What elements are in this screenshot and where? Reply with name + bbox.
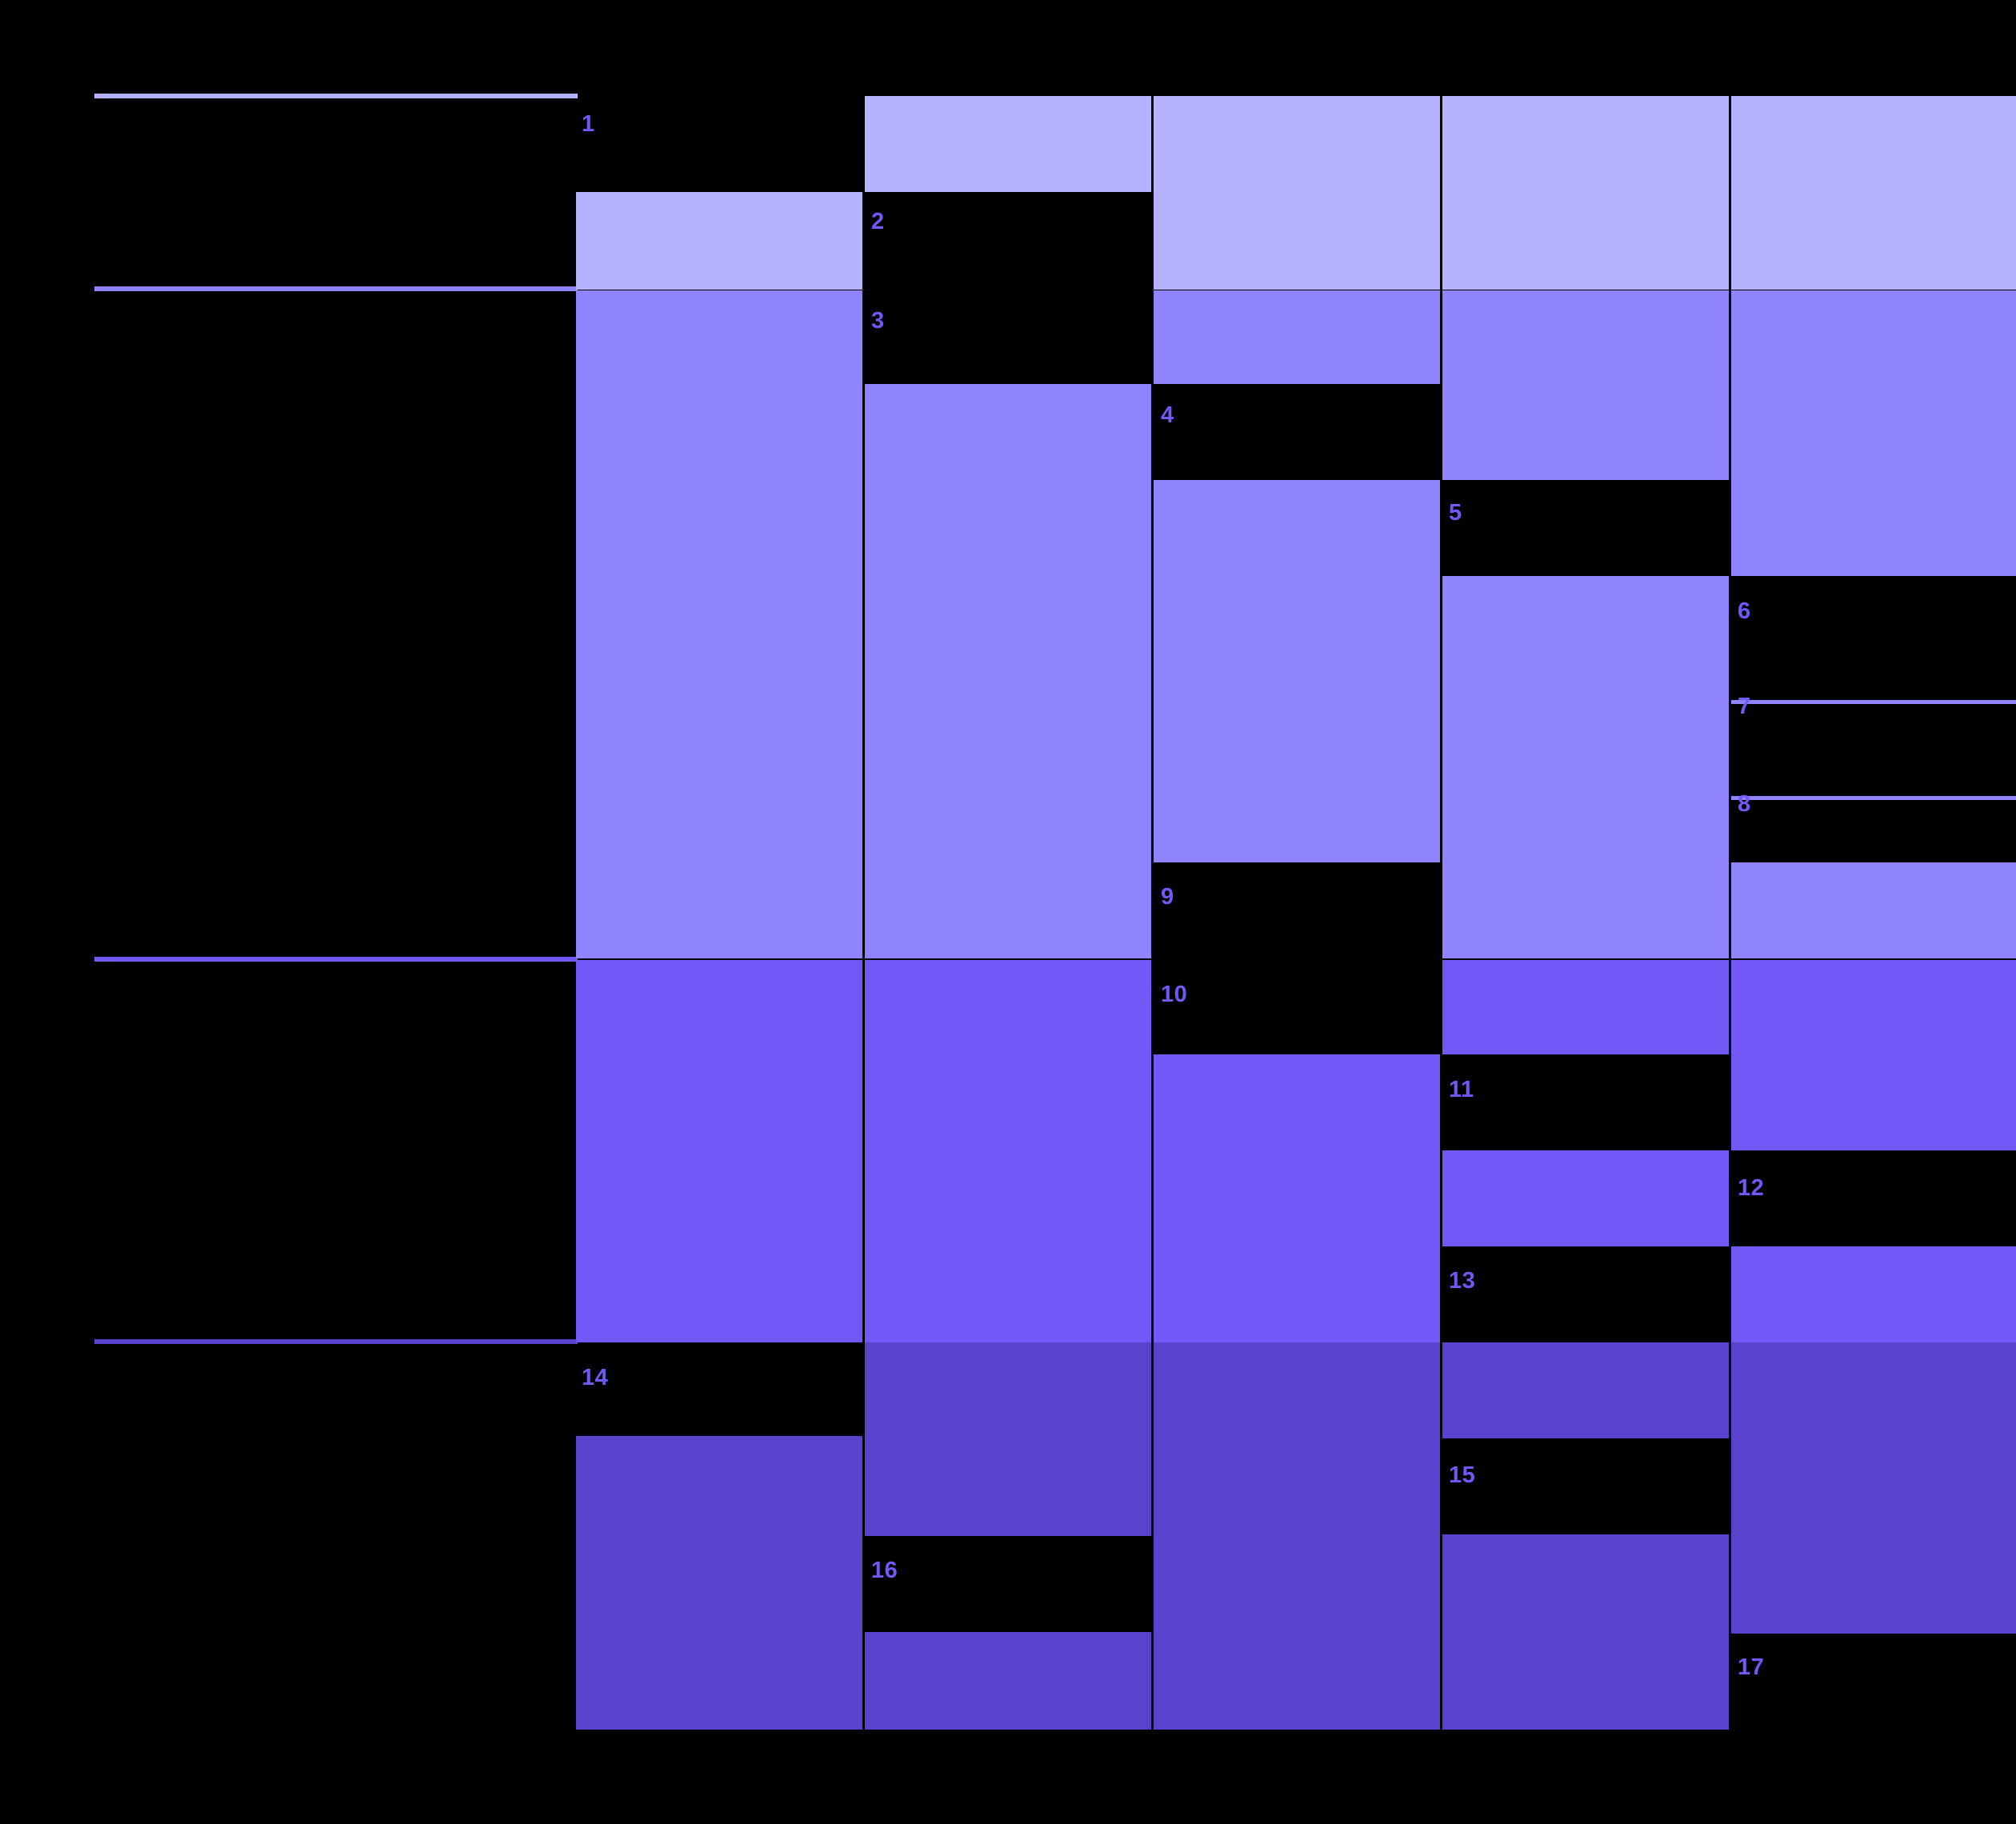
bar-segment[interactable] <box>865 960 1151 1342</box>
bar-segment[interactable] <box>1731 1342 2016 1634</box>
bar-segment[interactable] <box>1731 290 2016 576</box>
annotation-label-9: 9 <box>1161 884 1174 910</box>
bar-segment[interactable] <box>865 384 1151 958</box>
gridline-1 <box>94 94 578 98</box>
bar-segment[interactable] <box>576 960 862 1342</box>
annotation-label-4: 4 <box>1161 402 1174 428</box>
annotation-label-5: 5 <box>1449 500 1462 526</box>
segment-divider-rule <box>1731 700 2016 704</box>
gridline-4 <box>94 1339 578 1344</box>
annotation-label-6: 6 <box>1738 598 1751 624</box>
bar-segment[interactable] <box>1442 1342 1729 1438</box>
bar-segment[interactable] <box>865 96 1151 192</box>
bar-segment[interactable] <box>1442 1150 1729 1246</box>
annotation-label-1: 1 <box>582 111 595 137</box>
bar-segment[interactable] <box>1442 290 1729 480</box>
bar-segment[interactable] <box>576 1436 862 1730</box>
annotation-label-3: 3 <box>871 308 885 334</box>
annotation-label-14: 14 <box>582 1365 609 1390</box>
bar-segment[interactable] <box>865 1342 1151 1536</box>
gridline-3 <box>94 957 578 962</box>
bar-segment[interactable] <box>1731 1246 2016 1342</box>
bar-segment[interactable] <box>1442 576 1729 958</box>
annotation-label-2: 2 <box>871 209 885 234</box>
annotation-label-7: 7 <box>1738 694 1751 719</box>
bar-segment[interactable] <box>1442 960 1729 1054</box>
bar-segment[interactable] <box>1442 96 1729 290</box>
gridline-2 <box>94 286 578 291</box>
annotation-label-10: 10 <box>1161 982 1188 1007</box>
bar-segment[interactable] <box>1442 1534 1729 1730</box>
segment-divider-rule <box>1731 796 2016 800</box>
bar-segment[interactable] <box>576 192 862 290</box>
bar-segment[interactable] <box>1731 96 2016 290</box>
annotation-label-15: 15 <box>1449 1462 1476 1488</box>
annotation-label-17: 17 <box>1738 1654 1765 1680</box>
bar-segment[interactable] <box>1154 290 1440 384</box>
bar-segment[interactable] <box>1731 960 2016 1150</box>
annotation-label-12: 12 <box>1738 1175 1765 1201</box>
bar-segment[interactable] <box>576 290 862 958</box>
bar-segment[interactable] <box>1154 480 1440 862</box>
bar-segment[interactable] <box>1731 862 2016 958</box>
bar-segment[interactable] <box>1154 1342 1440 1730</box>
bar-segment[interactable] <box>865 1632 1151 1730</box>
bar-segment[interactable] <box>1154 1054 1440 1342</box>
bar-segment[interactable] <box>1154 96 1440 290</box>
annotation-label-13: 13 <box>1449 1268 1476 1294</box>
annotation-label-16: 16 <box>871 1558 898 1583</box>
annotation-label-11: 11 <box>1449 1077 1474 1102</box>
annotation-label-8: 8 <box>1738 791 1751 817</box>
